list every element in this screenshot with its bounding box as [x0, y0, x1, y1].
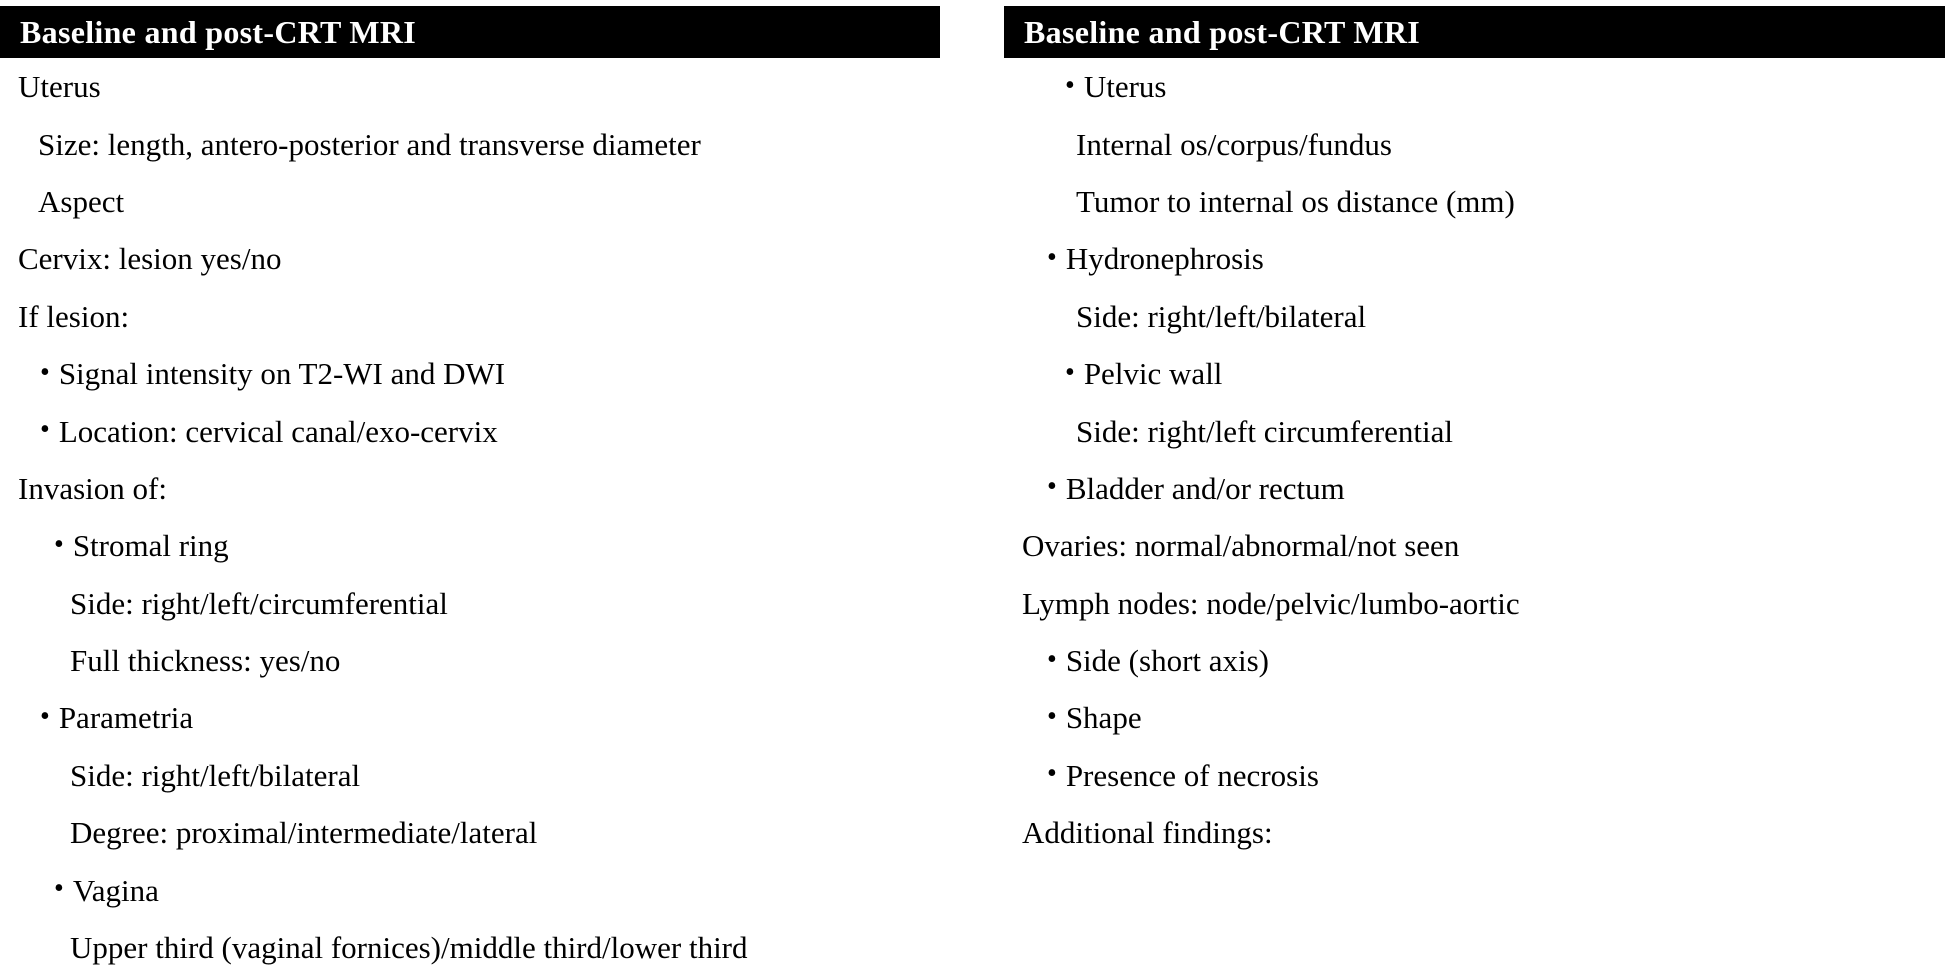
report-field: Side: right/left/circumferential	[0, 575, 940, 632]
field-label: Cervix: lesion yes/no	[18, 241, 282, 277]
field-label: Full thickness: yes/no	[70, 643, 341, 679]
report-field: Lymph nodes: node/pelvic/lumbo-aortic	[1004, 575, 1945, 632]
field-label: Internal os/corpus/fundus	[1076, 126, 1392, 162]
field-label: Side (short axis)	[1065, 643, 1270, 679]
report-field: •Signal intensity on T2-WI and DWI	[0, 345, 940, 402]
report-field: Invasion of:	[0, 460, 940, 517]
field-label: Location: cervical canal/exo-cervix	[58, 413, 498, 449]
field-label: Signal intensity on T2-WI and DWI	[58, 356, 506, 392]
report-field: Degree: proximal/intermediate/lateral	[0, 804, 940, 861]
report-field: •Bladder and/or rectum	[1004, 460, 1945, 517]
field-label: Side: right/left/bilateral	[1076, 298, 1367, 334]
report-field: Tumor to internal os distance (mm)	[1004, 173, 1945, 230]
report-field: Full thickness: yes/no	[0, 632, 940, 689]
field-label: Side: right/left circumferential	[1076, 413, 1454, 449]
bullet-icon: •	[1047, 758, 1057, 790]
panel-title: Baseline and post-CRT MRI	[1024, 13, 1421, 50]
field-label: Size: length, antero-posterior and trans…	[38, 126, 701, 162]
report-field: Side: right/left circumferential	[1004, 402, 1945, 459]
field-label: Vagina	[72, 872, 159, 908]
field-label: Hydronephrosis	[1065, 241, 1264, 277]
bullet-icon: •	[1047, 471, 1057, 503]
report-field: Internal os/corpus/fundus	[1004, 115, 1945, 172]
field-label: Stromal ring	[72, 528, 229, 564]
field-label: Pelvic wall	[1083, 356, 1223, 392]
report-field: Size: length, antero-posterior and trans…	[0, 115, 940, 172]
bullet-icon: •	[40, 356, 50, 388]
field-label: Additional findings:	[1022, 815, 1273, 851]
field-label: Side: right/left/bilateral	[70, 757, 361, 793]
bullet-icon: •	[54, 528, 64, 560]
report-field: Ovaries: normal/abnormal/not seen	[1004, 517, 1945, 574]
report-field: •Side (short axis)	[1004, 632, 1945, 689]
report-field: •Hydronephrosis	[1004, 230, 1945, 287]
field-label: Upper third (vaginal fornices)/middle th…	[70, 930, 748, 966]
field-label: Parametria	[58, 700, 194, 736]
bullet-icon: •	[1047, 700, 1057, 732]
panel-title: Baseline and post-CRT MRI	[20, 13, 417, 50]
report-field: Upper third (vaginal fornices)/middle th…	[0, 919, 940, 973]
field-label: Side: right/left/circumferential	[70, 585, 448, 621]
bullet-icon: •	[1047, 643, 1057, 675]
panel-header-left: Baseline and post-CRT MRI	[0, 6, 940, 58]
field-label: If lesion:	[18, 298, 130, 334]
report-field: •Stromal ring	[0, 517, 940, 574]
report-field: •Parametria	[0, 689, 940, 746]
report-field: Cervix: lesion yes/no	[0, 230, 940, 287]
field-label: Lymph nodes: node/pelvic/lumbo-aortic	[1022, 585, 1520, 621]
field-label: Uterus	[18, 69, 101, 105]
report-field: Side: right/left/bilateral	[0, 747, 940, 804]
field-label: Ovaries: normal/abnormal/not seen	[1022, 528, 1460, 564]
field-label: Presence of necrosis	[1065, 757, 1319, 793]
report-field: •Shape	[1004, 689, 1945, 746]
bullet-icon: •	[40, 700, 50, 732]
field-label: Shape	[1065, 700, 1142, 736]
bullet-icon: •	[1065, 356, 1075, 388]
field-label: Bladder and/or rectum	[1065, 470, 1345, 506]
field-label: Degree: proximal/intermediate/lateral	[70, 815, 538, 851]
bullet-icon: •	[1065, 69, 1075, 101]
report-field: If lesion:	[0, 288, 940, 345]
report-field: •Vagina	[0, 861, 940, 918]
field-label: Aspect	[38, 183, 125, 219]
report-field: Aspect	[0, 173, 940, 230]
report-field: •Location: cervical canal/exo-cervix	[0, 402, 940, 459]
bullet-icon: •	[54, 873, 64, 905]
report-field: •Uterus	[1004, 58, 1945, 115]
report-field: Uterus	[0, 58, 940, 115]
report-field: •Pelvic wall	[1004, 345, 1945, 402]
report-field: •Presence of necrosis	[1004, 747, 1945, 804]
field-label: Uterus	[1083, 69, 1167, 105]
bullet-icon: •	[40, 414, 50, 446]
field-label: Tumor to internal os distance (mm)	[1076, 183, 1515, 219]
bullet-icon: •	[1047, 241, 1057, 273]
report-field: Side: right/left/bilateral	[1004, 288, 1945, 345]
report-field: Additional findings:	[1004, 804, 1945, 861]
panel-header-right: Baseline and post-CRT MRI	[1004, 6, 1945, 58]
field-label: Invasion of:	[18, 470, 167, 506]
